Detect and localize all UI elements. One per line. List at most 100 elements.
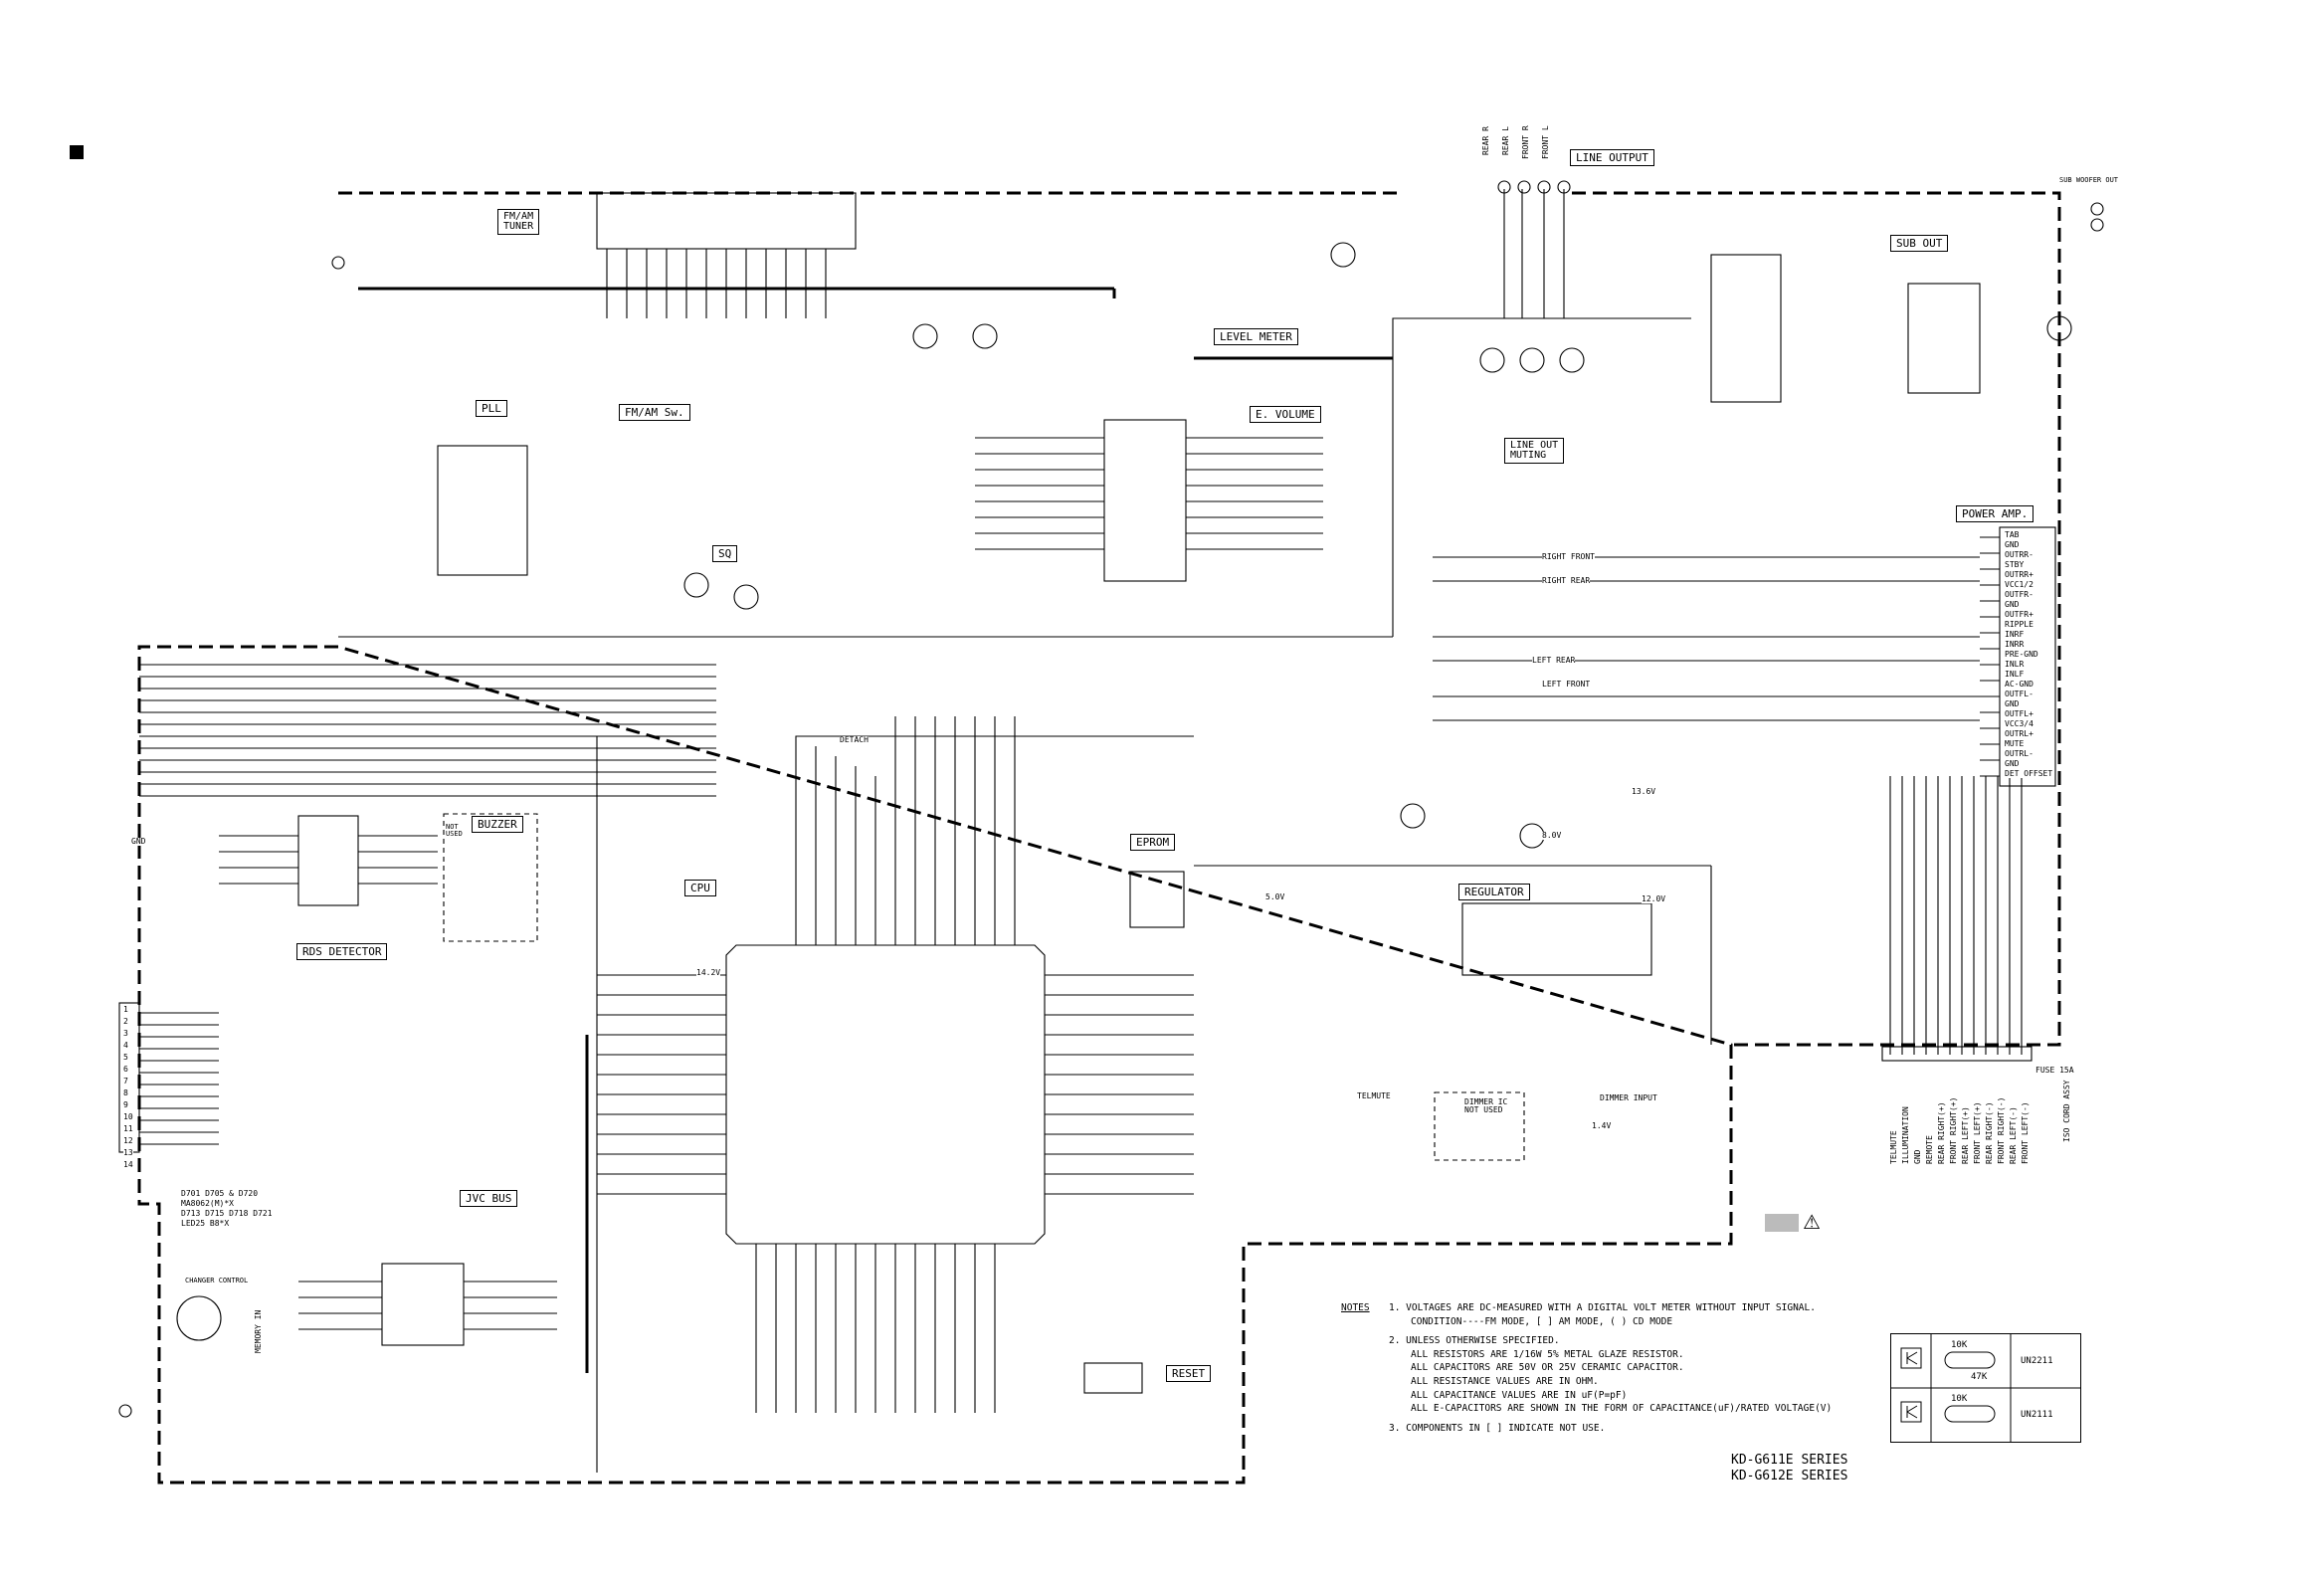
voltage-13v: 13.6V [1632,787,1656,796]
label-jvc-bus: JVC BUS [460,1190,518,1207]
model-1: KD-G611E SERIES [1731,1453,1848,1468]
amp-pin: OUTFL+ [2005,709,2034,718]
label-e-volume: E. VOLUME [1250,406,1321,423]
panel-num: 1 [123,1005,128,1014]
dimmer-area [1434,1091,1525,1161]
power-rail [338,317,1712,1473]
label-front-l: FRONT L [1541,125,1550,159]
diode-list-3: D713 D715 D718 D721 [181,1209,273,1218]
e-volume-ic [1103,419,1187,582]
label-right-rear: RIGHT REAR [1542,576,1591,585]
cpu-left-bus [597,974,726,1195]
label-sub-out: SUB OUT [1890,235,1949,252]
amp-pin: GND [2005,540,2020,549]
regulator-ic [1461,902,1652,976]
buzzer-area [443,813,538,942]
label-memory-in: MEMORY IN [254,1309,263,1353]
amp-pin: OUTRR- [2005,550,2034,559]
amp-pin: DET OFFSET [2005,769,2053,778]
label-front-r: FRONT R [1521,125,1530,159]
panel-num: 4 [123,1041,128,1050]
warning-icon: ⚠ [1803,1210,1821,1234]
thick-rail [358,287,1393,1373]
amp-pin: INLR [2005,660,2025,669]
label-fm-am-sw: FM/AM Sw. [619,404,690,421]
amp-pin: INRR [2005,640,2025,649]
harness-connector [1881,1046,2033,1062]
label-iso-cord: ISO CORD ASSY [2062,1080,2071,1142]
amp-pin: AC-GND [2005,680,2034,689]
amp-pin: RIPPLE [2005,620,2034,629]
amp-pin: OUTRR+ [2005,570,2034,579]
amp-pin: GND [2005,759,2020,768]
label-level-meter: LEVEL METER [1214,328,1298,345]
pin-remote: REMOTE [1925,1135,1934,1164]
panel-num: 6 [123,1065,128,1074]
sub-out-ic [1710,254,1782,403]
amp-pin: STBY [2005,560,2025,569]
note-2d: ALL CAPACITANCE VALUES ARE IN uF(P=pF) [1411,1389,1628,1401]
diode-list-2: MA8062(M)*X [181,1199,234,1208]
note-2c: ALL RESISTANCE VALUES ARE IN OHM. [1411,1375,1599,1387]
note-2e: ALL E-CAPACITORS ARE SHOWN IN THE FORM O… [1411,1403,1833,1415]
label-detach: DETACH [840,735,869,744]
panel-num: 11 [123,1124,133,1133]
tuner-bus-lines [606,249,827,318]
diode-list-1: D701 D705 & D720 [181,1189,259,1198]
label-fuse: FUSE 15A [2035,1066,2074,1075]
speaker-lines [1433,556,1980,721]
legend-un2111: UN2111 [2021,1410,2053,1420]
board-outline [137,191,2061,1484]
panel-num: 8 [123,1088,128,1097]
changer-din [176,1295,222,1341]
cpu-top-bus [795,716,1194,945]
amp-pins [1980,536,2000,777]
label-left-rear: LEFT REAR [1532,656,1576,665]
label-changer-control: CHANGER CONTROL [185,1277,249,1284]
label-line-out-muting: LINE OUT MUTING [1504,438,1565,464]
label-buzzer: BUZZER [472,816,523,833]
legend-r-10k-a: 10K [1951,1340,1968,1350]
amp-pin: VCC1/2 [2005,580,2034,589]
label-cpu: CPU [684,880,716,896]
pin-rear-right-plus: REAR RIGHT(+) [1937,1101,1946,1164]
reset-ic [1083,1362,1143,1394]
panel-num: 3 [123,1029,128,1038]
note-2b: ALL CAPACITORS ARE 50V OR 25V CERAMIC CA… [1411,1362,1684,1374]
pin-front-left-plus: FRONT LEFT(+) [1973,1101,1982,1164]
label-fm-am-tuner: FM/AM TUNER [497,209,540,235]
amp-pin: OUTRL- [2005,749,2034,758]
label-power-amp: POWER AMP. [1956,505,2034,522]
pin-telmute: TELMUTE [1889,1130,1898,1164]
label-left-front: LEFT FRONT [1542,680,1591,689]
pin-rear-left-minus: REAR LEFT(-) [2009,1106,2018,1164]
legend-r-10k-b: 10K [1951,1394,1968,1404]
model-2: KD-G612E SERIES [1731,1469,1848,1483]
rds-lines [219,835,438,885]
label-rds-detector: RDS DETECTOR [296,943,388,960]
voltage-14v: 14.2V [696,968,721,977]
panel-num: 14 [123,1160,133,1169]
note-1b: CONDITION----FM MODE, [ ] AM MODE, ( ) C… [1411,1315,1673,1327]
amp-pin: VCC3/4 [2005,719,2034,728]
amp-pin: MUTE [2005,739,2025,748]
amp-pin: INRF [2005,630,2025,639]
panel-num: 10 [123,1112,133,1121]
tuner-module [596,192,857,250]
label-rear-r: REAR R [1481,126,1490,155]
left-bus-lines [139,664,716,797]
label-right-front: RIGHT FRONT [1542,552,1595,561]
label-eprom: EPROM [1130,834,1176,851]
panel-num: 7 [123,1077,128,1086]
label-gnd: GND [131,837,146,846]
note-1: 1. VOLTAGES ARE DC-MEASURED WITH A DIGIT… [1389,1302,1816,1313]
model-names: KD-G611E SERIES KD-G612E SERIES [1731,1453,1847,1484]
evol-bus [975,437,1323,550]
cpu-ic [725,944,1046,1245]
jvc-bus-ic [381,1263,465,1346]
label-not-used: NOT USED [446,823,463,838]
amp-pin: GND [2005,699,2020,708]
eprom-ic [1129,871,1185,928]
panel-num: 9 [123,1100,128,1109]
